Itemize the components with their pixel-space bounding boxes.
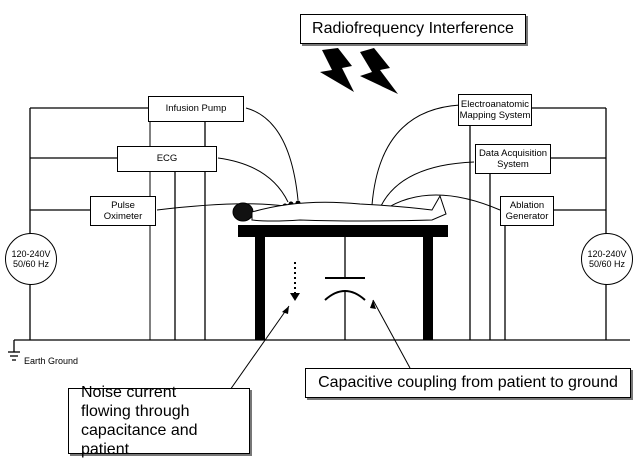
- ecg-box: ECG: [117, 146, 217, 172]
- pulse-oximeter-box: Pulse Oximeter: [90, 196, 156, 226]
- coupling-callout-line: [372, 299, 411, 369]
- procedure-table: [238, 225, 448, 340]
- earth-ground-label: Earth Ground: [24, 356, 79, 366]
- data-acquisition-box: Data Acquisition System: [475, 144, 551, 174]
- diagram-title: Radiofrequency Interference: [300, 14, 526, 44]
- noise-current-callout: Noise current flowing through capacitanc…: [68, 384, 250, 458]
- noise-callout-line: [229, 305, 290, 391]
- capacitor-symbol: [324, 237, 366, 340]
- noise-current-arrow: [290, 262, 300, 301]
- lightning-bolt-icon: [360, 48, 398, 94]
- patient-figure: [232, 194, 447, 222]
- patient-leads: [156, 104, 501, 211]
- lightning-bolt-icon: [320, 48, 354, 92]
- power-source-left: 120-240V 50/60 Hz: [5, 233, 57, 285]
- ablation-generator-box: Ablation Generator: [500, 196, 554, 226]
- infusion-pump-box: Infusion Pump: [148, 96, 244, 122]
- capacitive-coupling-callout: Capacitive coupling from patient to grou…: [305, 368, 631, 398]
- power-source-right: 120-240V 50/60 Hz: [581, 233, 633, 285]
- mapping-system-box: Electroanatomic Mapping System: [458, 94, 532, 126]
